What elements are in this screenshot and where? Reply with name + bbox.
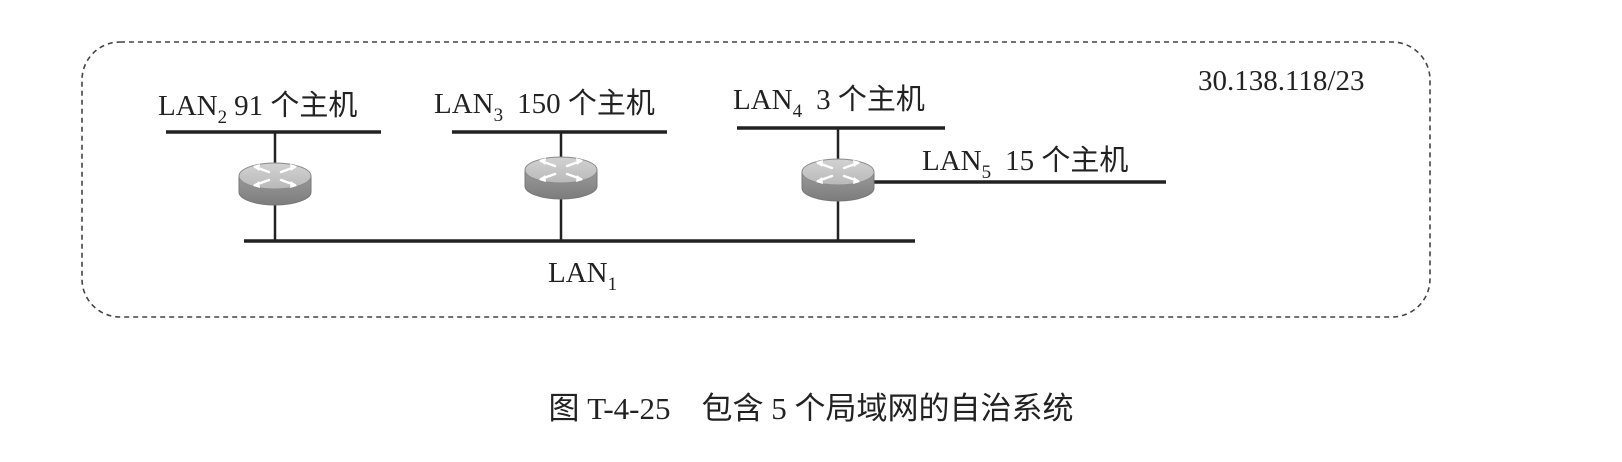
router-icon bbox=[237, 161, 313, 207]
lan1-label: LAN1 bbox=[548, 257, 617, 295]
router-icon bbox=[800, 157, 876, 203]
figure-caption: 图 T-4-25 包含 5 个局域网的自治系统 bbox=[548, 391, 1074, 426]
router-icon bbox=[523, 155, 599, 201]
autonomous-system-boundary bbox=[81, 41, 1431, 318]
address-block-label: 30.138.118/23 bbox=[1198, 65, 1364, 97]
